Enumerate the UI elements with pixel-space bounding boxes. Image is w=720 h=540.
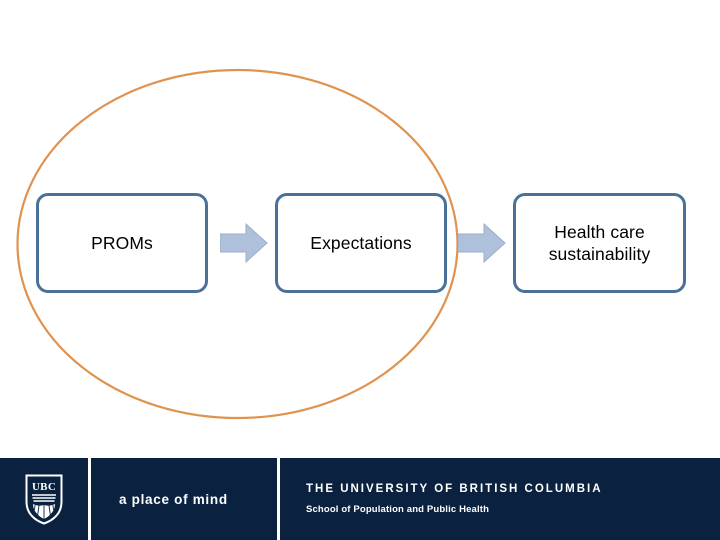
footer-bar: UBC a place of mind THE UNIVERSITY OF BR… — [0, 458, 720, 540]
sustainability-line-2: sustainability — [548, 244, 651, 264]
process-box-proms-label: PROMs — [91, 232, 153, 253]
process-box-proms[interactable]: PROMs — [36, 193, 208, 293]
footer-logo-panel: UBC — [0, 458, 88, 540]
process-box-health-care-sustainability-label: Health care sustainability — [541, 221, 659, 266]
process-box-health-care-sustainability[interactable]: Health care sustainability — [513, 193, 686, 293]
svg-text:UBC: UBC — [32, 481, 56, 493]
process-box-expectations[interactable]: Expectations — [275, 193, 447, 293]
footer-divider — [277, 458, 280, 540]
right-block-arrow-icon — [458, 223, 506, 263]
right-block-arrow-icon — [220, 223, 268, 263]
school-name: School of Population and Public Health — [306, 504, 490, 515]
footer-divider — [88, 458, 91, 540]
process-box-expectations-label: Expectations — [310, 232, 412, 253]
ubc-shield-logo-icon: UBC — [25, 474, 63, 525]
footer-tagline: a place of mind — [119, 491, 228, 507]
footer-tagline-panel: a place of mind — [91, 458, 277, 540]
footer-name-panel: THE UNIVERSITY OF BRITISH COLUMBIA Schoo… — [280, 458, 720, 540]
university-name: THE UNIVERSITY OF BRITISH COLUMBIA — [306, 483, 603, 495]
sustainability-line-1: Health care — [554, 221, 645, 242]
